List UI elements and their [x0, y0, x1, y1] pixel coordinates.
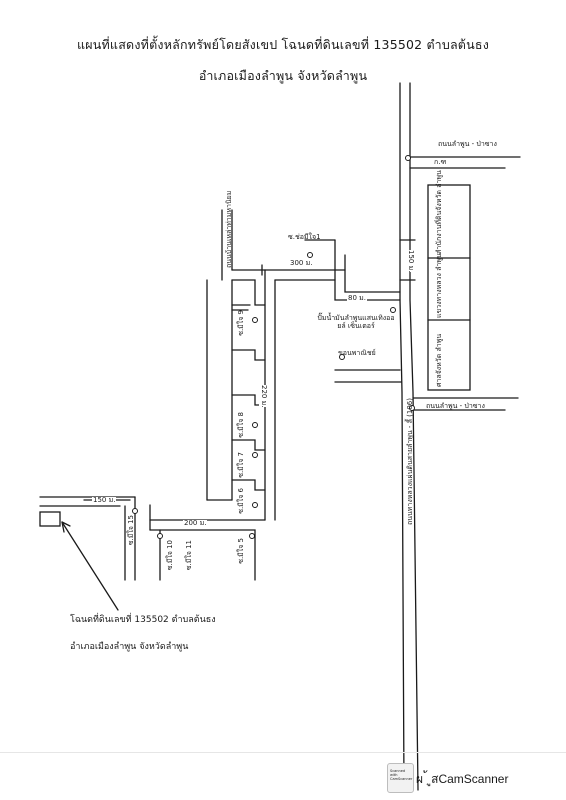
caption-arrow [61, 521, 119, 611]
soi-6-label: ซ.มีใจ 6 [237, 488, 245, 514]
distance-220: 220 ม. [259, 385, 268, 408]
branch-road-b [344, 254, 401, 293]
main-highway-label: ถนนทางหลวงแผ่นดินสายลำพูน - ลี้ (106) [406, 398, 414, 525]
mid-right-road-label: ถนนลำพูน - ป่าซาง [426, 402, 485, 410]
gas-station-marker [390, 307, 396, 313]
distance-80: 80 ม. [347, 294, 367, 302]
caption-line-2: อำเภอเมืองลำพูน จังหวัดลำพูน [70, 642, 189, 652]
building-block-frame [427, 184, 471, 391]
distance-200: 200 ม. [183, 519, 208, 527]
left-road-label: ถนนบ้านเหล่าท่ามหานิยม [225, 190, 233, 268]
badge-line-1: Scanned with [390, 769, 406, 777]
top-right-road-label: ถนนลำพูน - ป่าซาง [438, 140, 497, 148]
soi-5-label: ซ.มีใจ 5 [237, 538, 245, 564]
mid-right-marker [409, 405, 415, 411]
distance-300: 300 ม. [289, 259, 314, 267]
building-a-label: สำนักงานที่ดินจังหวัด ลำพูน [435, 170, 443, 254]
market-label: ขอนพาณิชย์ [338, 349, 376, 357]
map-title: แผนที่แสดงที่ตั้งหลักทรัพย์โดยสังเขป โฉน… [76, 37, 490, 52]
caption-line-1: โฉนดที่ดินเลขที่ 135502 ตำบลต้นธง [70, 615, 216, 625]
soi-15-label: ซ.มีใจ 15 [127, 515, 135, 546]
building-c-label: ศาลจังหวัด ลำพูน [435, 333, 443, 387]
scanner-text: ผ ้ ูสCamScanner [416, 772, 509, 786]
soi-7-label: ซ.มีใจ 7 [237, 452, 245, 478]
gas-station-label: ปั๊มน้ำมันลำพูนแสนเทิงออยล์ เซ็นเตอร์ [317, 314, 395, 331]
footer-divider [0, 752, 566, 753]
soi-10-label: ซ.มีใจ 10 [166, 540, 174, 571]
camscanner-badge: Scanned with CamScanner [387, 763, 414, 793]
top-right-marker [405, 155, 411, 161]
market-marker [339, 354, 345, 360]
badge-line-2: CamScanner [390, 777, 413, 781]
soi-11-label: ซ.มีใจ 11 [185, 540, 193, 571]
soi-1-label: ซ.ช่อมีใจ1 [288, 233, 321, 241]
distance-150-left: 150 ม. [92, 496, 117, 504]
main-highway-edge-left [399, 82, 405, 791]
soi-8-label: ซ.มีใจ 8 [237, 412, 245, 438]
distance-150-top: 150 ม. [406, 250, 415, 273]
branch-road-a [334, 239, 401, 301]
top-right-marker-label: ก.ฑ [434, 158, 447, 166]
soi-9-label: ซ.มีใจ 9 [237, 310, 245, 336]
map-subtitle: อำเภอเมืองลำพูน จังหวัดลำพูน [198, 68, 368, 83]
main-highway-edge-right [409, 82, 419, 791]
property-plot [39, 511, 61, 527]
building-b-label: แขวงทางหลวง ลำพูน [435, 253, 443, 318]
road-200-bottom [149, 529, 256, 581]
